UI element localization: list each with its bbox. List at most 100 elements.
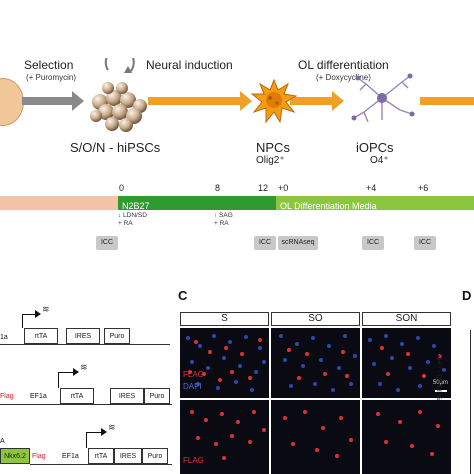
assay-icc-day0: ICC xyxy=(96,236,118,250)
panel-d-axis-line xyxy=(470,330,471,474)
construct-row1-promoter-arrow xyxy=(22,314,23,328)
stage-selection-subtitle: (+ Puromycin) xyxy=(26,73,77,82)
day-12: 12 xyxy=(258,183,269,193)
construct-row3-promoter-arrow-h xyxy=(86,432,102,433)
micro-so-merge xyxy=(271,328,360,398)
day-plus4: +4 xyxy=(366,183,377,193)
construct-row2-rtta: rtTA xyxy=(60,388,94,404)
panel-c-letter: C xyxy=(178,288,188,303)
construct-row1-baseline xyxy=(0,344,170,345)
assay-icc-day12: ICC xyxy=(254,236,276,250)
construct-row2-baseline xyxy=(0,404,172,405)
column-header-so-label: SO xyxy=(308,313,323,324)
construct-row1-promoter: 1a xyxy=(0,334,8,341)
micro-so-flag xyxy=(271,400,360,474)
timeline-n2b27: N2B27 xyxy=(118,196,276,211)
construct-row2-transcript-icon: ≋ xyxy=(80,362,88,372)
stage-ol-differentiation-title: OL differentiation xyxy=(298,58,389,72)
treatment-1: ↓ LDN/SD + RA xyxy=(118,212,147,228)
neural-induction-arrow xyxy=(148,97,242,105)
construct-row1-puro: Puro xyxy=(104,328,130,344)
micro-son-merge-cells xyxy=(368,334,446,392)
construct-row3-ires: IRES xyxy=(114,448,142,464)
selection-arrow xyxy=(22,97,74,105)
npc-label: NPCs xyxy=(256,140,290,155)
iopc-label: iOPCs xyxy=(356,140,394,155)
construct-row3-prefix: A xyxy=(0,438,5,445)
micro-so-flag-cells xyxy=(283,410,353,458)
assay-icc-plus4: ICC xyxy=(362,236,384,250)
column-header-s-label: S xyxy=(221,313,228,324)
construct-row1-arrow-head xyxy=(35,310,41,318)
npc-marker: Olig2⁺ xyxy=(256,155,285,166)
treatment-2-line2: + RA xyxy=(214,220,229,227)
construct-row1-rtta: rtTA xyxy=(24,328,58,344)
ol-differentiation-arrow-head xyxy=(332,91,344,111)
treatment-2: ↑ SAG + RA xyxy=(214,212,233,228)
construct-row3-baseline xyxy=(30,464,172,465)
construct-row2-promoter-arrow xyxy=(58,372,59,388)
micro-son-merge: 50µm xyxy=(362,328,451,398)
timeline-preinduction xyxy=(0,196,118,210)
construct-row3-rtta: rtTA xyxy=(88,448,114,464)
construct-row3-promoter-arrow xyxy=(86,432,87,448)
assay-icc-plus6: ICC xyxy=(414,236,436,250)
final-arrow xyxy=(420,97,474,105)
stage-ol-differentiation-subtitle: (+ Doxycycline) xyxy=(316,73,371,82)
treatment-1-line2: + RA xyxy=(118,220,133,227)
day-0: 0 xyxy=(119,183,125,193)
construct-row3-arrow-head xyxy=(101,428,107,436)
micro-s-flag-cells xyxy=(190,410,266,460)
micro-so-merge-cells xyxy=(279,334,357,392)
construct-row3-nkx62: Nkx6.2 xyxy=(0,448,30,464)
stage-selection-title: Selection xyxy=(24,58,74,72)
treatment-2-line1: ↑ SAG xyxy=(214,212,233,219)
construct-row3-flag: Flag xyxy=(32,453,46,460)
stain-dapi-top: DAPI xyxy=(183,382,202,391)
construct-row2-ef1a: EF1a xyxy=(30,393,47,400)
construct-row3-ef1a: EF1a xyxy=(62,453,79,460)
stain-flag-bottom: FLAG xyxy=(183,456,204,465)
day-plus6: +6 xyxy=(418,183,429,193)
hipsc-cluster-icon xyxy=(90,58,147,132)
hipsc-label: S/O/N - hiPSCs xyxy=(70,140,161,155)
construct-row2-arrow-head xyxy=(73,368,79,376)
day-plus0: +0 xyxy=(278,183,289,193)
stage-neural-induction-title: Neural induction xyxy=(146,58,233,72)
panel-d-letter: D xyxy=(462,288,472,303)
assay-scrnaseq: scRNAseq xyxy=(278,236,318,250)
timeline-ol-media: OL Differentiation Media xyxy=(276,196,474,211)
column-header-son: SON xyxy=(362,312,451,326)
column-header-s: S xyxy=(180,312,269,326)
iopc-marker: O4⁺ xyxy=(370,155,389,166)
construct-row1-promoter-arrow-h xyxy=(22,314,36,315)
partial-cell-left-icon xyxy=(0,78,24,126)
construct-row3-puro: Puro xyxy=(142,448,168,464)
ol-media-label: OL Differentiation Media xyxy=(280,201,377,211)
scale-bar-text: 50µm xyxy=(432,380,448,386)
column-header-son-label: SON xyxy=(395,313,418,324)
neural-induction-arrow-head xyxy=(240,91,252,111)
construct-row2-promoter-arrow-h xyxy=(58,372,74,373)
micro-s-flag: FLAG xyxy=(180,400,269,474)
day-8: 8 xyxy=(215,183,221,193)
ol-differentiation-arrow xyxy=(290,97,334,105)
scale-bar xyxy=(435,390,447,392)
micro-son-flag xyxy=(362,400,451,474)
construct-row2-flag: Flag xyxy=(0,393,14,400)
construct-row1-transcript-icon: ≋ xyxy=(42,304,50,314)
selection-arrow-head xyxy=(72,91,84,111)
construct-row2-ires: IRES xyxy=(110,388,144,404)
construct-row3-transcript-icon: ≋ xyxy=(108,422,116,432)
treatment-1-line1: ↓ LDN/SD xyxy=(118,212,147,219)
micro-s-merge: FLAG DAPI xyxy=(180,328,269,398)
column-header-so: SO xyxy=(271,312,360,326)
micro-son-flag-cells xyxy=(376,410,440,456)
construct-row2-puro: Puro xyxy=(144,388,170,404)
panel-d-axis-label: % FLAG⁺ cells xyxy=(437,353,444,400)
stain-flag-top: FLAG xyxy=(183,370,204,379)
construct-row1-ires: IRES xyxy=(66,328,100,344)
npc-cell-icon xyxy=(250,78,298,124)
iopc-cell-icon xyxy=(351,73,415,123)
n2b27-label: N2B27 xyxy=(122,201,150,211)
